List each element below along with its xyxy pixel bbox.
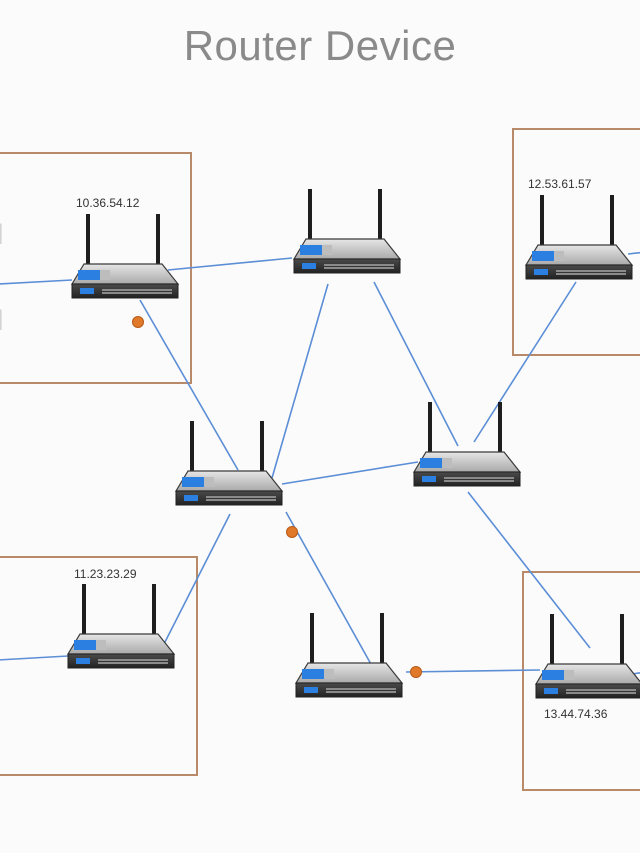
link bbox=[405, 669, 541, 673]
link bbox=[271, 283, 329, 479]
subnet-box-top-right bbox=[512, 128, 640, 356]
ip-label-bottom-left: 11.23.23.29 bbox=[74, 567, 137, 581]
faint-background-text: I bbox=[0, 218, 4, 251]
link bbox=[627, 251, 640, 255]
faint-background-text: I bbox=[0, 304, 4, 337]
router-icon-top-right bbox=[525, 194, 633, 280]
ip-label-top-left: 10.36.54.12 bbox=[76, 196, 140, 210]
link bbox=[167, 257, 293, 271]
packet-marker bbox=[286, 526, 298, 538]
ip-label-top-right: 12.53.61.57 bbox=[528, 177, 592, 191]
link bbox=[139, 299, 239, 471]
packet-marker bbox=[132, 316, 144, 328]
packet-marker bbox=[410, 666, 422, 678]
subnet-box-bottom-right bbox=[522, 571, 640, 791]
router-icon-center bbox=[175, 420, 283, 506]
subnet-box-bottom-left bbox=[0, 556, 198, 776]
link bbox=[473, 281, 577, 443]
link bbox=[0, 655, 69, 661]
link bbox=[467, 491, 591, 649]
network-links bbox=[0, 251, 640, 675]
link bbox=[281, 461, 419, 485]
link bbox=[285, 511, 373, 667]
diagram-title: Router Device bbox=[183, 22, 457, 69]
link bbox=[373, 281, 459, 447]
router-icon-top-center bbox=[293, 188, 401, 274]
router-icon-bottom-left bbox=[67, 583, 175, 669]
link bbox=[0, 279, 73, 285]
router-icon-middle-right bbox=[413, 401, 521, 487]
link bbox=[163, 513, 231, 645]
router-icon-top-left bbox=[71, 213, 179, 299]
ip-label-bottom-right: 13.44.74.36 bbox=[544, 707, 608, 721]
router-icon-bottom-right bbox=[535, 613, 640, 699]
